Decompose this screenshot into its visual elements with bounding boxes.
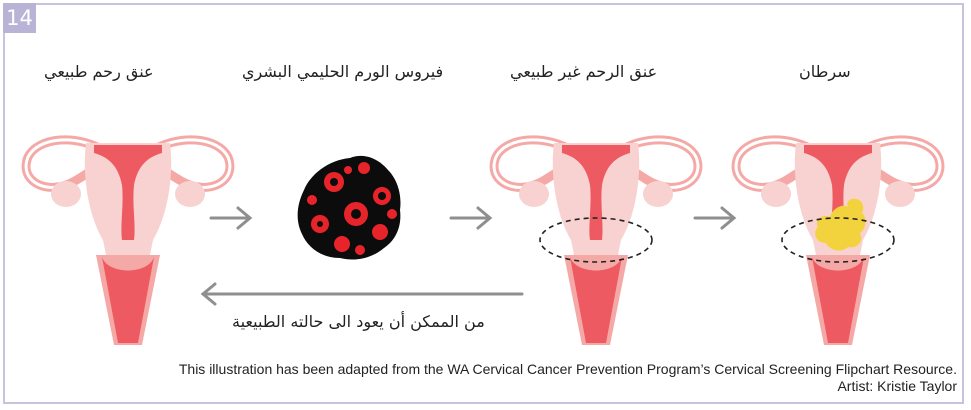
right-arrow-icon	[211, 208, 250, 228]
attribution: This illustration has been adapted from …	[179, 361, 957, 395]
attribution-source: This illustration has been adapted from …	[179, 361, 957, 378]
uterus-normal-illustration	[26, 140, 230, 345]
left-arrow-icon	[203, 284, 522, 304]
right-arrow-icon	[695, 208, 734, 228]
hpv-virus-illustration	[298, 156, 401, 260]
uterus-cancer-illustration	[736, 140, 940, 345]
uterus-abnormal-illustration	[494, 140, 698, 345]
reversible-note: من الممكن أن يعود الى حالته الطبيعية	[232, 312, 485, 331]
right-arrow-icon	[451, 208, 490, 228]
attribution-artist: Artist: Kristie Taylor	[179, 378, 957, 395]
